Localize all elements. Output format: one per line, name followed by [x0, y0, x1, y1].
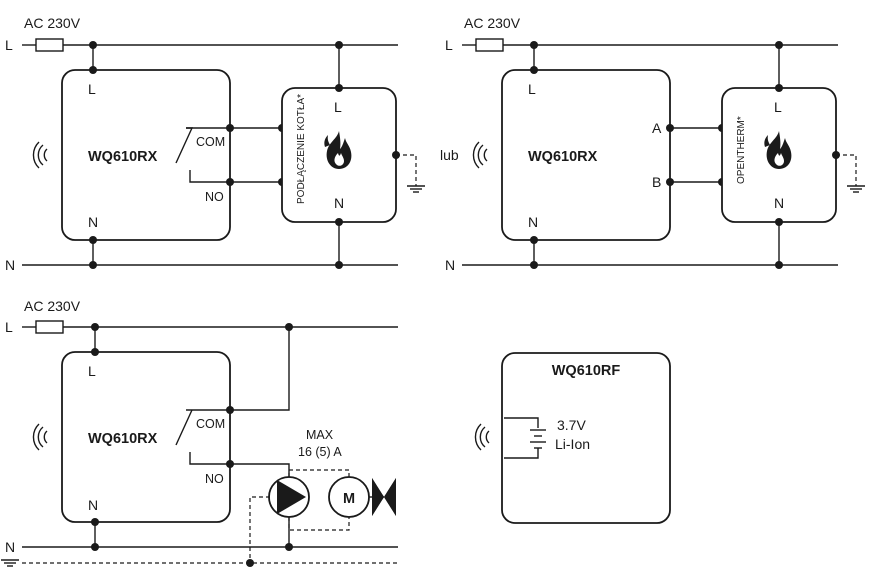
terminal-a: A	[652, 120, 662, 136]
line-label: L	[5, 37, 13, 53]
wireless-signal-icon	[32, 423, 48, 451]
boiler-n: N	[334, 195, 344, 211]
controller-box	[61, 69, 231, 241]
diagram-3: AC 230V L N L N WQ610RX COM NO MAX 16 (5…	[0, 298, 398, 567]
fuse-icon	[35, 38, 64, 52]
motor-label: M	[343, 491, 355, 507]
controller-n-3: N	[88, 497, 98, 513]
battery-voltage: 3.7V	[557, 417, 586, 433]
controller-name-2: WQ610RX	[528, 149, 598, 165]
opentherm-label: OPENTHERM*	[736, 116, 747, 184]
wireless-signal-icon	[32, 141, 48, 169]
boiler-l-2: L	[774, 99, 782, 115]
relay-com-3: COM	[196, 417, 225, 431]
diagram-4: WQ610RF 3.7V Li-Ion	[474, 352, 671, 524]
or-label: lub	[440, 147, 459, 163]
controller-l-3: L	[88, 363, 96, 379]
controller-n: N	[88, 214, 98, 230]
relay-no-3: NO	[205, 472, 224, 486]
valve-icon	[372, 478, 396, 516]
ground-icon	[846, 185, 866, 193]
controller-l: L	[88, 81, 96, 97]
sensor-box	[501, 352, 671, 524]
controller-n-2: N	[528, 214, 538, 230]
wireless-signal-icon	[474, 423, 490, 451]
line-label-3: L	[5, 319, 13, 335]
ground-icon	[406, 185, 426, 193]
controller-name: WQ610RX	[88, 149, 158, 165]
ground-icon	[0, 559, 20, 567]
pump-icon	[268, 476, 310, 518]
relay-com: COM	[196, 135, 225, 149]
neutral-label-3: N	[5, 539, 15, 555]
terminal-b: B	[652, 174, 661, 190]
controller-box-2	[501, 69, 671, 241]
controller-l-2: L	[528, 81, 536, 97]
current-rating: 16 (5) A	[298, 445, 342, 459]
supply-label: AC 230V	[24, 15, 81, 31]
max-label: MAX	[306, 428, 334, 442]
neutral-label-2: N	[445, 257, 455, 273]
fuse-icon	[35, 320, 64, 334]
boiler-n-2: N	[774, 195, 784, 211]
neutral-label: N	[5, 257, 15, 273]
diagram-2: AC 230V L N lub L N WQ610RX A B L N OPEN…	[440, 15, 866, 273]
relay-contact	[175, 409, 193, 446]
battery-icon	[504, 417, 546, 459]
motor-icon: M	[328, 476, 370, 518]
controller-name-3: WQ610RX	[88, 431, 158, 447]
relay-no: NO	[205, 190, 224, 204]
controller-box-3	[61, 351, 231, 523]
diagram-1: AC 230V L N L N WQ610RX COM NO	[5, 15, 426, 273]
wireless-signal-icon	[472, 141, 488, 169]
boiler-l: L	[334, 99, 342, 115]
boiler-connection-label: PODŁĄCZENIE KOTŁA*	[296, 94, 307, 204]
supply-label-2: AC 230V	[464, 15, 521, 31]
line-label-2: L	[445, 37, 453, 53]
supply-label-3: AC 230V	[24, 298, 81, 314]
device-name: WQ610RF	[552, 363, 621, 379]
battery-type: Li-Ion	[555, 436, 590, 452]
fuse-icon	[475, 38, 504, 52]
